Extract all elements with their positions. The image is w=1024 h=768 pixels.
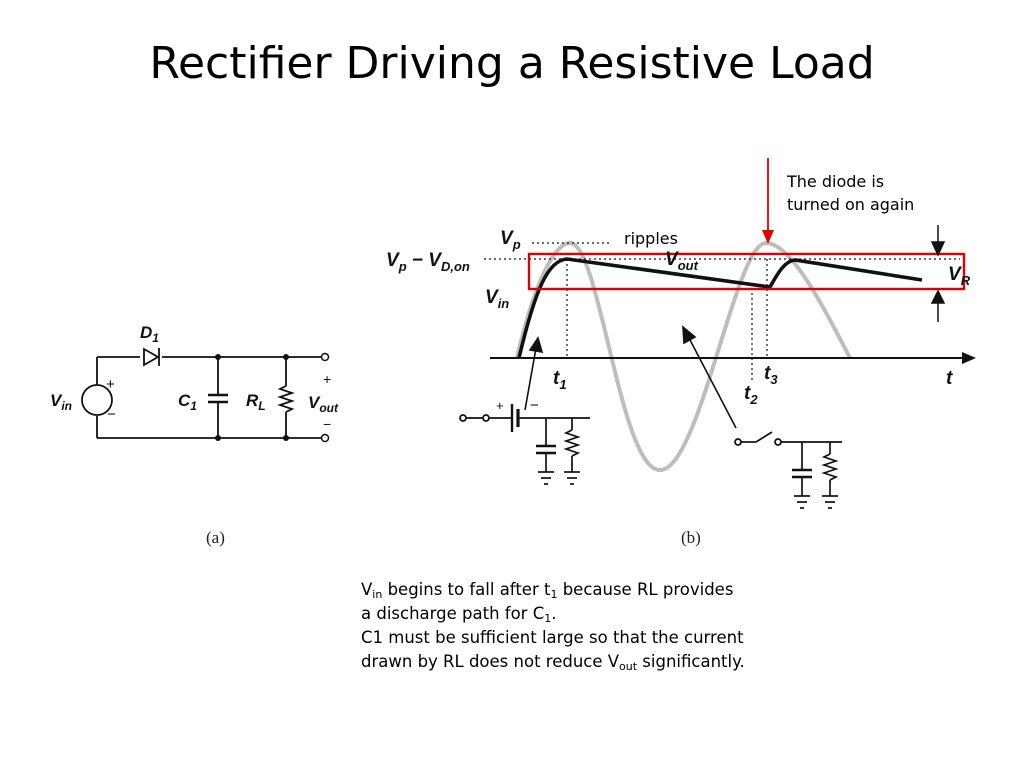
vr-arrow-up-icon	[930, 289, 946, 304]
diode-on-arrow-icon	[762, 230, 774, 244]
battery-plus: +	[496, 398, 504, 413]
vr-arrows	[930, 225, 946, 322]
voltage-source-icon	[81, 384, 113, 416]
t3-label: t3	[764, 363, 778, 387]
source-minus: −	[107, 406, 116, 423]
vout-label: Vout	[665, 249, 699, 273]
out-label: Vout	[308, 393, 339, 415]
res-label: RL	[246, 391, 266, 413]
slide-title: Rectifier Driving a Resistive Load	[149, 38, 875, 89]
vpvd-label: Vp − VD,on	[386, 250, 470, 274]
ripple-highlight-box	[527, 252, 966, 291]
node-dot	[215, 354, 221, 360]
circuit-a	[81, 347, 322, 439]
t1-label: t1	[553, 368, 567, 392]
circuit-a-nodes	[215, 352, 330, 443]
node-dot	[283, 435, 289, 441]
diode-on-annotation-line1: The diode is	[786, 172, 884, 191]
inset-terminal	[482, 414, 490, 422]
vin-label: Vin	[485, 287, 509, 311]
inset-resistor-icon	[563, 429, 581, 457]
cap-label: C1	[178, 391, 197, 413]
output-terminal-bottom	[320, 433, 330, 443]
explanation-text: Vin begins to fall after t1 because RL p…	[361, 578, 841, 674]
inset-diode-on	[459, 404, 590, 485]
t2-label: t2	[744, 383, 758, 407]
diode-on-annotation-line2: turned on again	[787, 195, 914, 214]
node-dot	[215, 435, 221, 441]
inset-terminal	[734, 438, 742, 446]
resistor-icon	[277, 385, 295, 413]
vp-label: Vp	[500, 228, 521, 252]
caption-a: (a)	[206, 528, 225, 547]
diode-label: D1	[140, 323, 159, 345]
pointer-arrows	[524, 325, 737, 429]
pointer-arrow-left-icon	[528, 336, 544, 353]
inset-diode-off	[734, 431, 842, 509]
inset-terminal	[459, 414, 467, 422]
pointer-arrow-right-icon	[682, 325, 697, 345]
source-plus: +	[106, 376, 115, 393]
explanation-line-4: drawn by RL does not reduce Vout signifi…	[361, 652, 745, 673]
explanation-line-1: Vin begins to fall after t1 because RL p…	[361, 580, 734, 601]
time-axis-arrow-icon	[962, 352, 976, 364]
explanation-line-2: a discharge path for C1.	[361, 604, 557, 625]
inset-resistor-icon	[821, 453, 839, 481]
node-dot	[283, 354, 289, 360]
diode-icon	[143, 347, 160, 367]
vr-label: VR	[948, 264, 971, 288]
explanation-line-3: C1 must be sufficient large so that the …	[361, 628, 744, 647]
battery-minus: −	[530, 397, 539, 414]
pointer-arrow-left-line	[524, 347, 537, 411]
caption-b: (b)	[681, 528, 701, 547]
t-axis-label: t	[946, 368, 953, 389]
vin-sine-wave	[515, 240, 852, 473]
out-minus: −	[323, 416, 331, 432]
open-switch-icon	[755, 431, 773, 443]
out-plus: +	[323, 371, 331, 387]
source-label: Vin	[50, 391, 72, 413]
vr-arrow-down-icon	[930, 241, 946, 257]
inset-terminal	[774, 438, 782, 446]
output-terminal-top	[320, 352, 330, 362]
pointer-arrow-right-line	[688, 337, 737, 429]
ripples-annotation: ripples	[624, 229, 678, 248]
